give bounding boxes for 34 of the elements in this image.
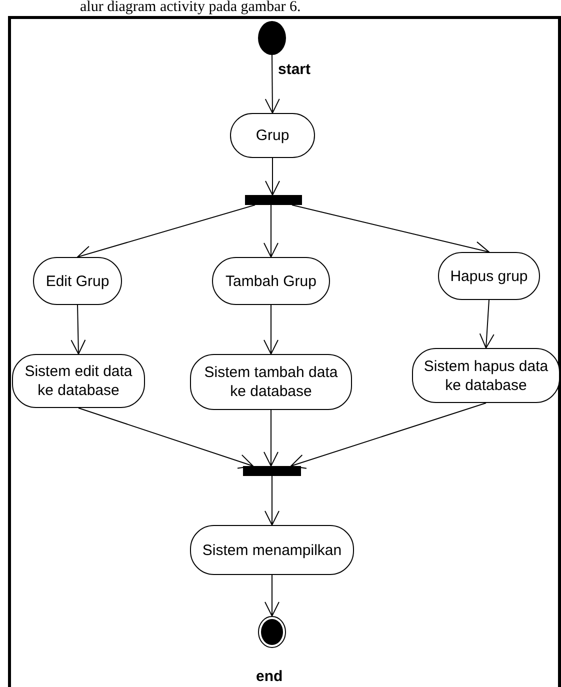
action-label: Sistem edit data ke database xyxy=(24,362,134,400)
arrow xyxy=(479,300,494,348)
arrow xyxy=(78,408,254,469)
node-caption: start xyxy=(278,61,311,78)
action-node xyxy=(33,257,122,305)
action-label: Sistem tambah data ke database xyxy=(203,363,339,401)
sync-bar xyxy=(243,466,301,476)
sync-bar xyxy=(245,195,302,205)
arrow xyxy=(264,304,278,354)
action-label: Sistem hapus data ke database xyxy=(422,356,550,394)
action-node xyxy=(212,257,330,305)
end-node xyxy=(258,616,286,648)
action-label: Sistem menampilkan xyxy=(202,540,342,560)
arrow xyxy=(264,54,280,114)
action-node xyxy=(190,354,352,410)
action-label: Grup xyxy=(256,126,290,145)
arrow xyxy=(264,574,280,616)
action-label: Hapus grup xyxy=(450,266,528,286)
action-node xyxy=(12,354,145,408)
action-node xyxy=(230,113,315,158)
start-node xyxy=(258,21,286,55)
action-node xyxy=(438,252,540,300)
arrow xyxy=(290,402,486,469)
action-label: Tambah Grup xyxy=(226,272,316,290)
arrow xyxy=(264,410,278,466)
arrow xyxy=(70,304,86,354)
arrow xyxy=(265,158,280,196)
action-node xyxy=(412,348,560,403)
action-label: Edit Grup xyxy=(46,272,110,290)
arrow xyxy=(264,476,280,526)
arrow xyxy=(264,204,278,258)
node-caption: end xyxy=(256,668,283,685)
action-node xyxy=(190,525,354,575)
caption-text: alur diagram activity pada gambar 6. xyxy=(80,0,301,15)
